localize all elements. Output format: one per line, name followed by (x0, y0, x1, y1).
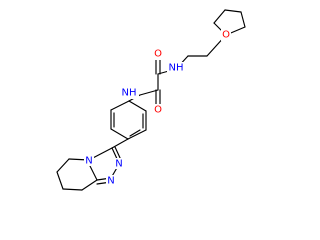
bond (56, 158, 70, 173)
carbonyl-oxygen-label: O (154, 49, 162, 60)
bond (240, 11, 246, 28)
triazole-nitrogen-label: N (107, 176, 114, 187)
bond (213, 9, 226, 24)
molecule-structure-diagram: O NH O O NH N N N (56, 9, 246, 191)
bond (110, 100, 130, 111)
bond (127, 129, 147, 140)
amide-nh-label: NH (122, 88, 137, 99)
triazole-nitrogen-label: N (115, 159, 122, 170)
bond (114, 146, 122, 161)
atom-labels: O NH O O NH N N N (84, 29, 231, 187)
bond (224, 9, 242, 13)
bond (88, 163, 98, 181)
amide-nh-label: NH (169, 63, 184, 74)
bond (110, 128, 129, 140)
bond (62, 188, 83, 191)
carbonyl-oxygen-label: O (154, 105, 162, 116)
oxygen-atom-label: O (222, 30, 230, 41)
bond (128, 100, 147, 112)
bond (56, 171, 64, 190)
bond (111, 138, 129, 149)
bond (139, 89, 159, 96)
bond (81, 179, 98, 191)
triazole-nitrogen-label: N (85, 156, 92, 167)
bond (129, 129, 141, 137)
